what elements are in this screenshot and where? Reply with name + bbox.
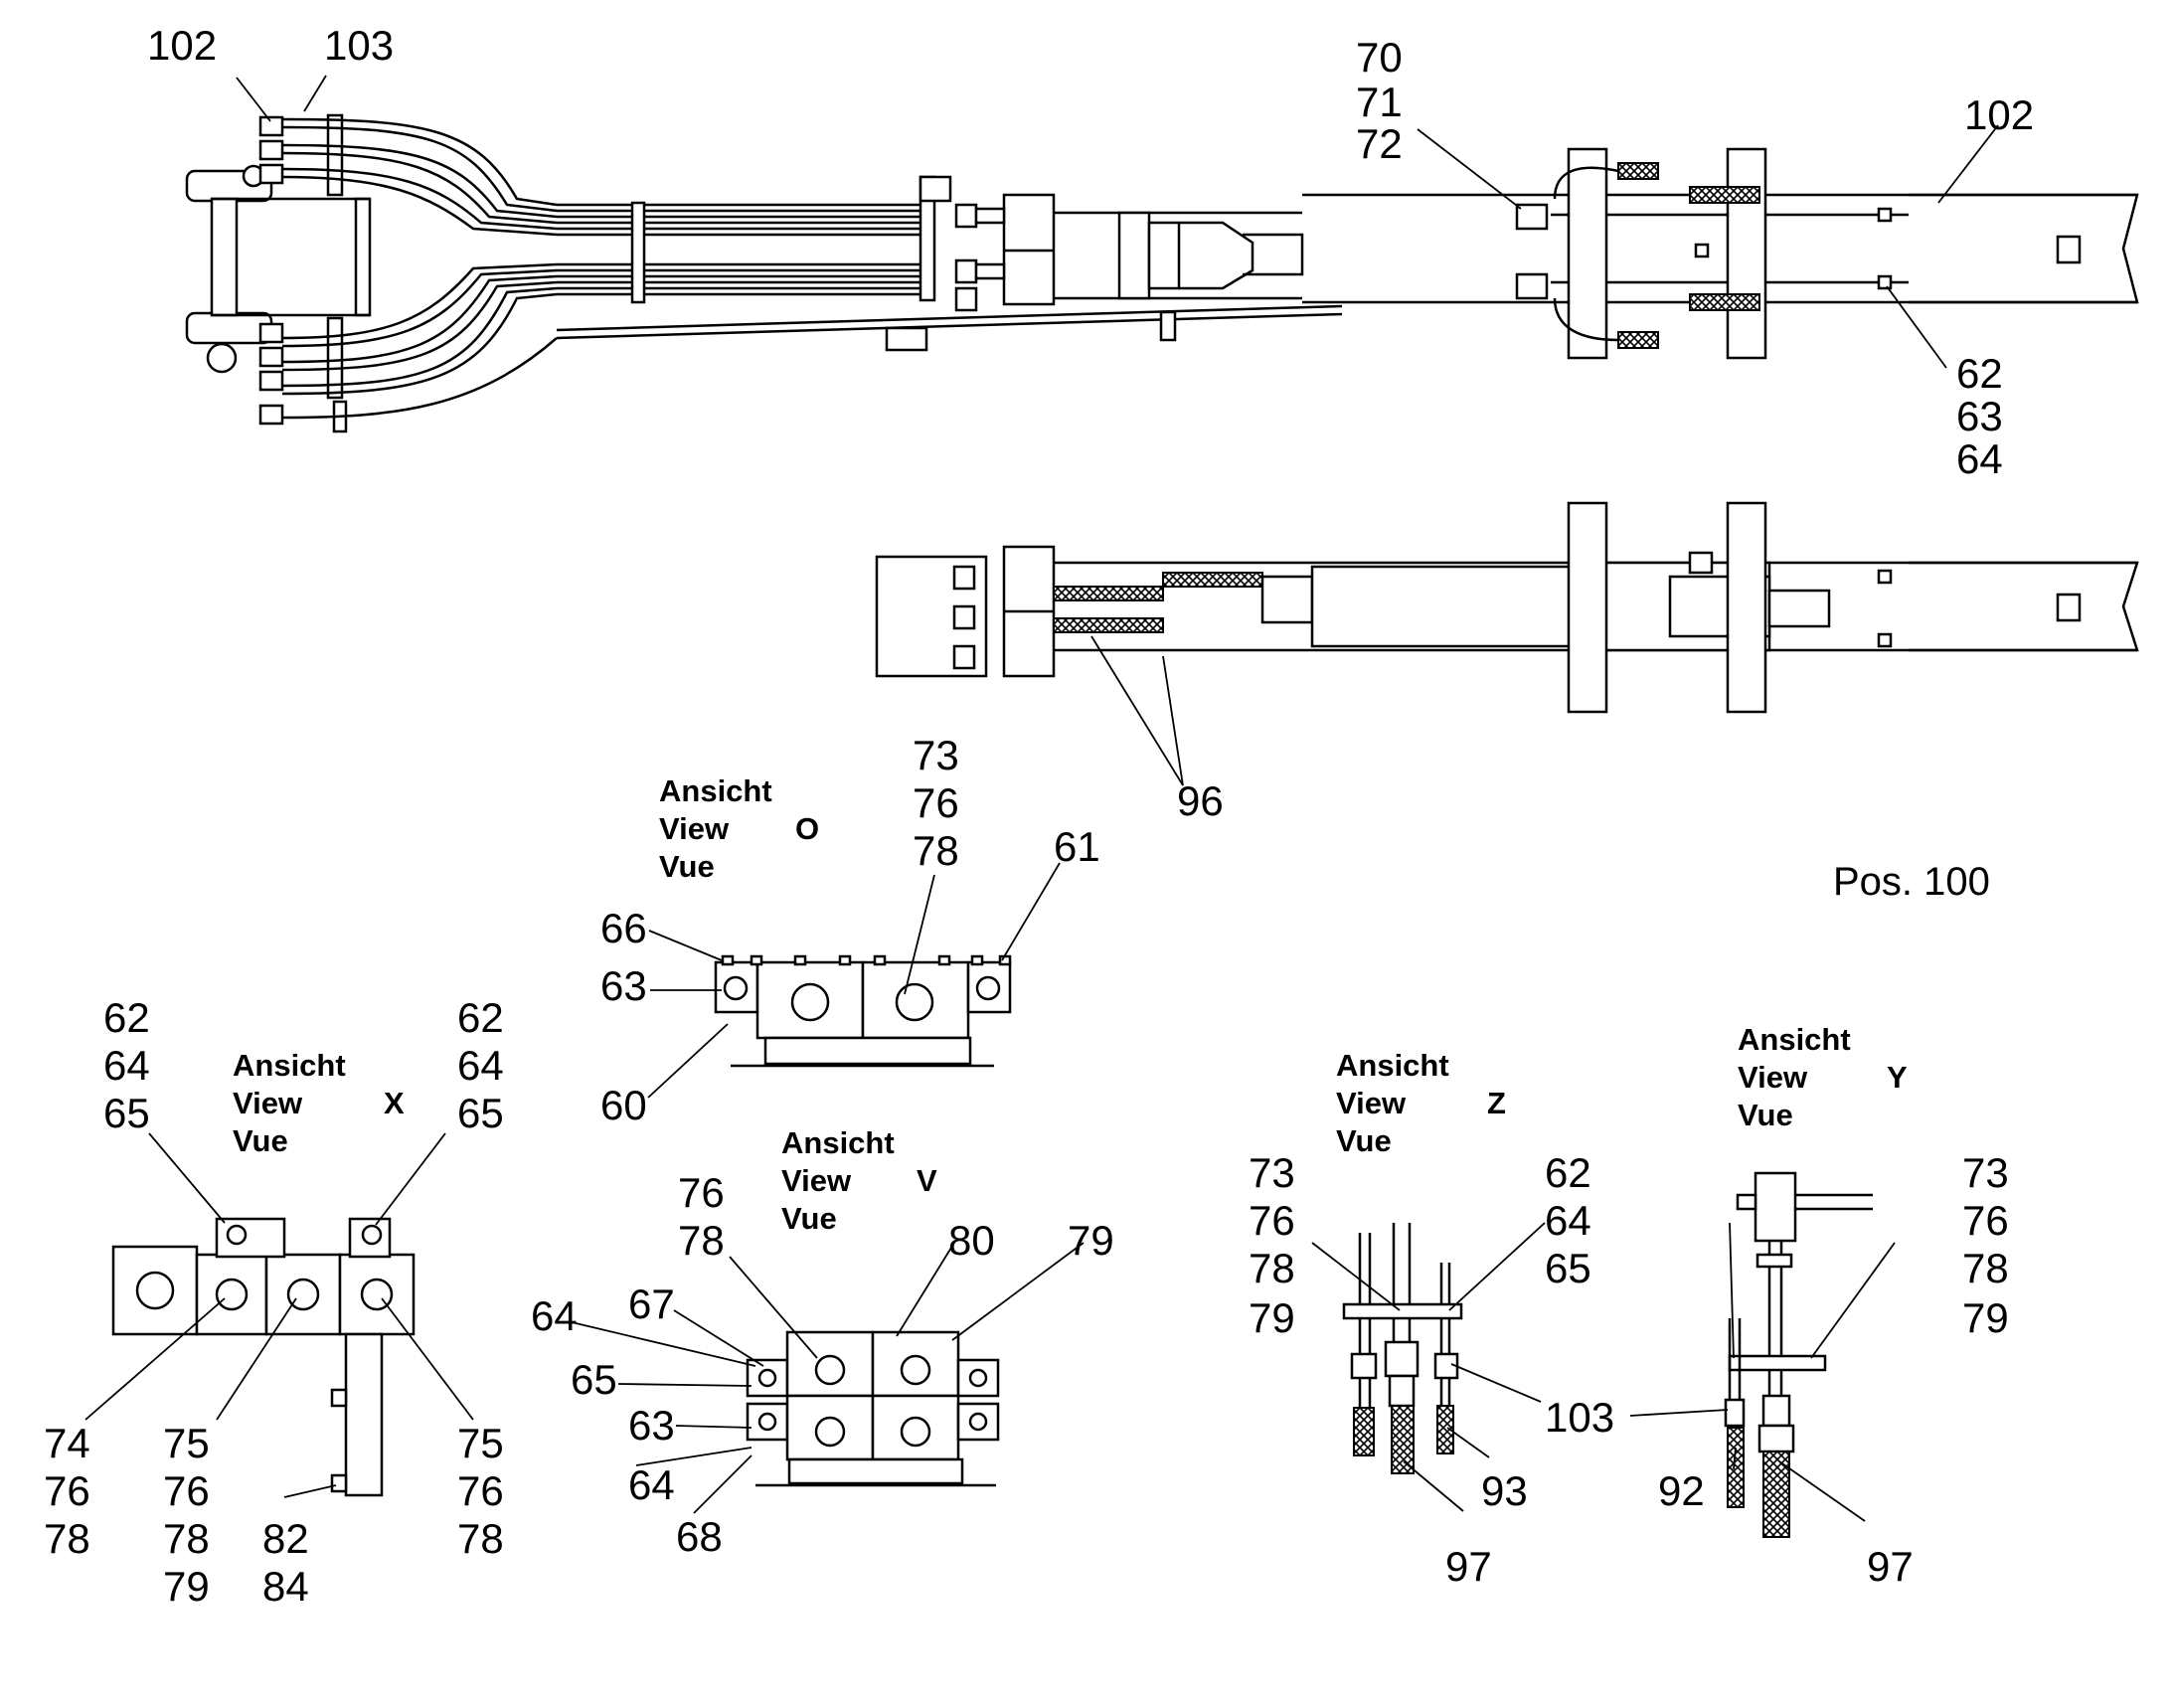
callout-z-73: 73 <box>1249 1149 1295 1196</box>
position-label: Pos. 100 <box>1833 860 1990 904</box>
callout-v-64-a: 64 <box>531 1292 578 1339</box>
view-o-drawing <box>714 954 1012 1068</box>
view-o-word-en: View <box>659 811 730 846</box>
view-z-word-de: Ansicht <box>1336 1048 1449 1083</box>
callout-top-103: 103 <box>324 22 394 69</box>
callout-top-102-right: 102 <box>1964 91 2034 138</box>
view-z-word-en: View <box>1336 1086 1407 1120</box>
view-y-word-de: Ansicht <box>1738 1022 1851 1057</box>
callout-y-92: 92 <box>1658 1467 1705 1514</box>
callout-x-62-left: 62 <box>103 994 150 1041</box>
callout-v-68: 68 <box>676 1513 723 1560</box>
callout-v-78: 78 <box>678 1217 725 1264</box>
callout-z-65: 65 <box>1545 1245 1591 1291</box>
view-y-drawing <box>1724 1171 1873 1538</box>
callout-v-79: 79 <box>1068 1217 1114 1264</box>
callout-top-102: 102 <box>147 22 217 69</box>
callout-o-73: 73 <box>913 732 959 778</box>
callout-x-78-a: 78 <box>44 1515 90 1562</box>
view-v-letter: V <box>917 1163 937 1198</box>
callout-z-62: 62 <box>1545 1149 1591 1196</box>
callout-x-75-b: 75 <box>163 1420 210 1466</box>
view-x-word-fr: Vue <box>233 1123 288 1158</box>
callout-y-76: 76 <box>1962 1197 2009 1244</box>
callout-top-70: 70 <box>1356 34 1403 81</box>
callout-v-76: 76 <box>678 1169 725 1216</box>
callout-v-80: 80 <box>948 1217 995 1264</box>
callout-x-64-left: 64 <box>103 1042 150 1089</box>
callout-mid-96: 96 <box>1177 777 1224 824</box>
callout-top-63: 63 <box>1956 393 2003 439</box>
callout-z-103: 103 <box>1545 1394 1614 1441</box>
callout-y-97: 97 <box>1867 1543 1914 1590</box>
view-y-letter: Y <box>1887 1060 1908 1095</box>
callout-z-78: 78 <box>1249 1245 1295 1291</box>
callout-x-74: 74 <box>44 1420 90 1466</box>
callout-o-66: 66 <box>600 905 647 951</box>
callout-top-72: 72 <box>1356 120 1403 167</box>
callout-x-79-b: 79 <box>163 1563 210 1610</box>
callout-z-76: 76 <box>1249 1197 1295 1244</box>
view-x-drawing <box>111 1217 416 1497</box>
callout-x-65-right: 65 <box>457 1090 504 1136</box>
callout-x-76-b: 76 <box>163 1467 210 1514</box>
callout-x-78-c: 78 <box>457 1515 504 1562</box>
callout-o-61: 61 <box>1054 823 1100 870</box>
callout-x-82: 82 <box>262 1515 309 1562</box>
view-o-word-fr: Vue <box>659 849 715 884</box>
callout-y-78: 78 <box>1962 1245 2009 1291</box>
view-v-word-en: View <box>781 1163 852 1198</box>
callout-y-79: 79 <box>1962 1294 2009 1341</box>
callout-v-67: 67 <box>628 1281 675 1327</box>
callout-y-73: 73 <box>1962 1149 2009 1196</box>
callout-v-65: 65 <box>571 1356 617 1403</box>
callout-x-62-right: 62 <box>457 994 504 1041</box>
view-v-drawing <box>746 1330 1000 1487</box>
callout-x-64-right: 64 <box>457 1042 504 1089</box>
view-x-letter: X <box>384 1086 405 1120</box>
callout-o-63: 63 <box>600 962 647 1009</box>
view-x-word-de: Ansicht <box>233 1048 346 1083</box>
view-y-word-en: View <box>1738 1060 1808 1095</box>
view-o-word-de: Ansicht <box>659 773 772 808</box>
callout-z-93: 93 <box>1481 1467 1528 1514</box>
callout-x-65-left: 65 <box>103 1090 150 1136</box>
callout-v-63: 63 <box>628 1402 675 1449</box>
callout-x-84: 84 <box>262 1563 309 1610</box>
view-z-drawing <box>1342 1223 1463 1474</box>
callout-o-76: 76 <box>913 779 959 826</box>
callout-top-64: 64 <box>1956 435 2003 482</box>
view-z-letter: Z <box>1487 1086 1506 1120</box>
callout-v-64-b: 64 <box>628 1461 675 1508</box>
callout-o-60: 60 <box>600 1082 647 1128</box>
leader-lines <box>84 75 1999 1522</box>
view-o-letter: O <box>795 811 819 846</box>
callout-z-97: 97 <box>1445 1543 1492 1590</box>
callout-o-78: 78 <box>913 827 959 874</box>
view-z-word-fr: Vue <box>1336 1123 1392 1158</box>
callout-x-75-c: 75 <box>457 1420 504 1466</box>
view-v-word-fr: Vue <box>781 1201 837 1236</box>
view-y-word-fr: Vue <box>1738 1098 1793 1132</box>
view-v-word-de: Ansicht <box>781 1125 895 1160</box>
callout-x-78-b: 78 <box>163 1515 210 1562</box>
callout-x-76-c: 76 <box>457 1467 504 1514</box>
callout-top-71: 71 <box>1356 79 1403 125</box>
callout-z-79: 79 <box>1249 1294 1295 1341</box>
view-x-word-en: View <box>233 1086 303 1120</box>
callout-z-64: 64 <box>1545 1197 1591 1244</box>
callout-top-62: 62 <box>1956 350 2003 397</box>
top-boom-drawing <box>185 113 2139 433</box>
middle-boom-drawing <box>875 501 2139 714</box>
callout-x-76-a: 76 <box>44 1467 90 1514</box>
